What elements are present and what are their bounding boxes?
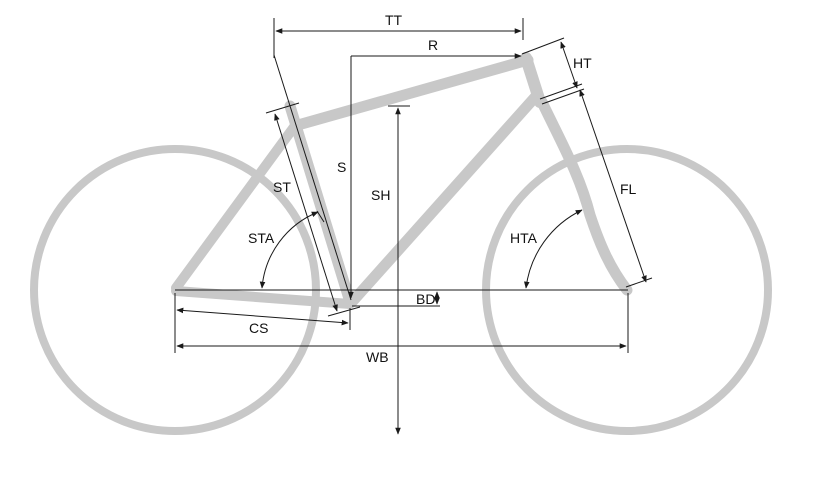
label-fl: FL (620, 181, 637, 197)
fl-dimension-line (579, 89, 647, 283)
down-tube (346, 89, 543, 308)
label-st: ST (273, 179, 291, 195)
hta-angle-arc (523, 209, 583, 289)
label-s: S (337, 159, 346, 175)
label-ht: HT (573, 55, 592, 71)
label-sta: STA (248, 230, 275, 246)
sta-angle-arc (259, 211, 319, 289)
label-wb: WB (366, 349, 389, 365)
cs-dimension-line (176, 307, 349, 326)
label-bd: BD (416, 291, 435, 307)
label-cs: CS (249, 320, 268, 336)
top-tube (292, 54, 534, 131)
label-hta: HTA (510, 230, 538, 246)
fork (536, 96, 633, 296)
label-r: R (428, 37, 438, 53)
dimension-labels: TT R HT S SH ST STA HTA FL BD CS WB (248, 12, 637, 365)
label-tt: TT (385, 12, 403, 28)
ht-dimension-line (560, 41, 578, 89)
head-tube (520, 52, 546, 108)
chain-stay (171, 286, 355, 309)
bike-frame (171, 52, 633, 309)
label-sh: SH (371, 187, 390, 203)
dimension-lines (174, 18, 653, 435)
